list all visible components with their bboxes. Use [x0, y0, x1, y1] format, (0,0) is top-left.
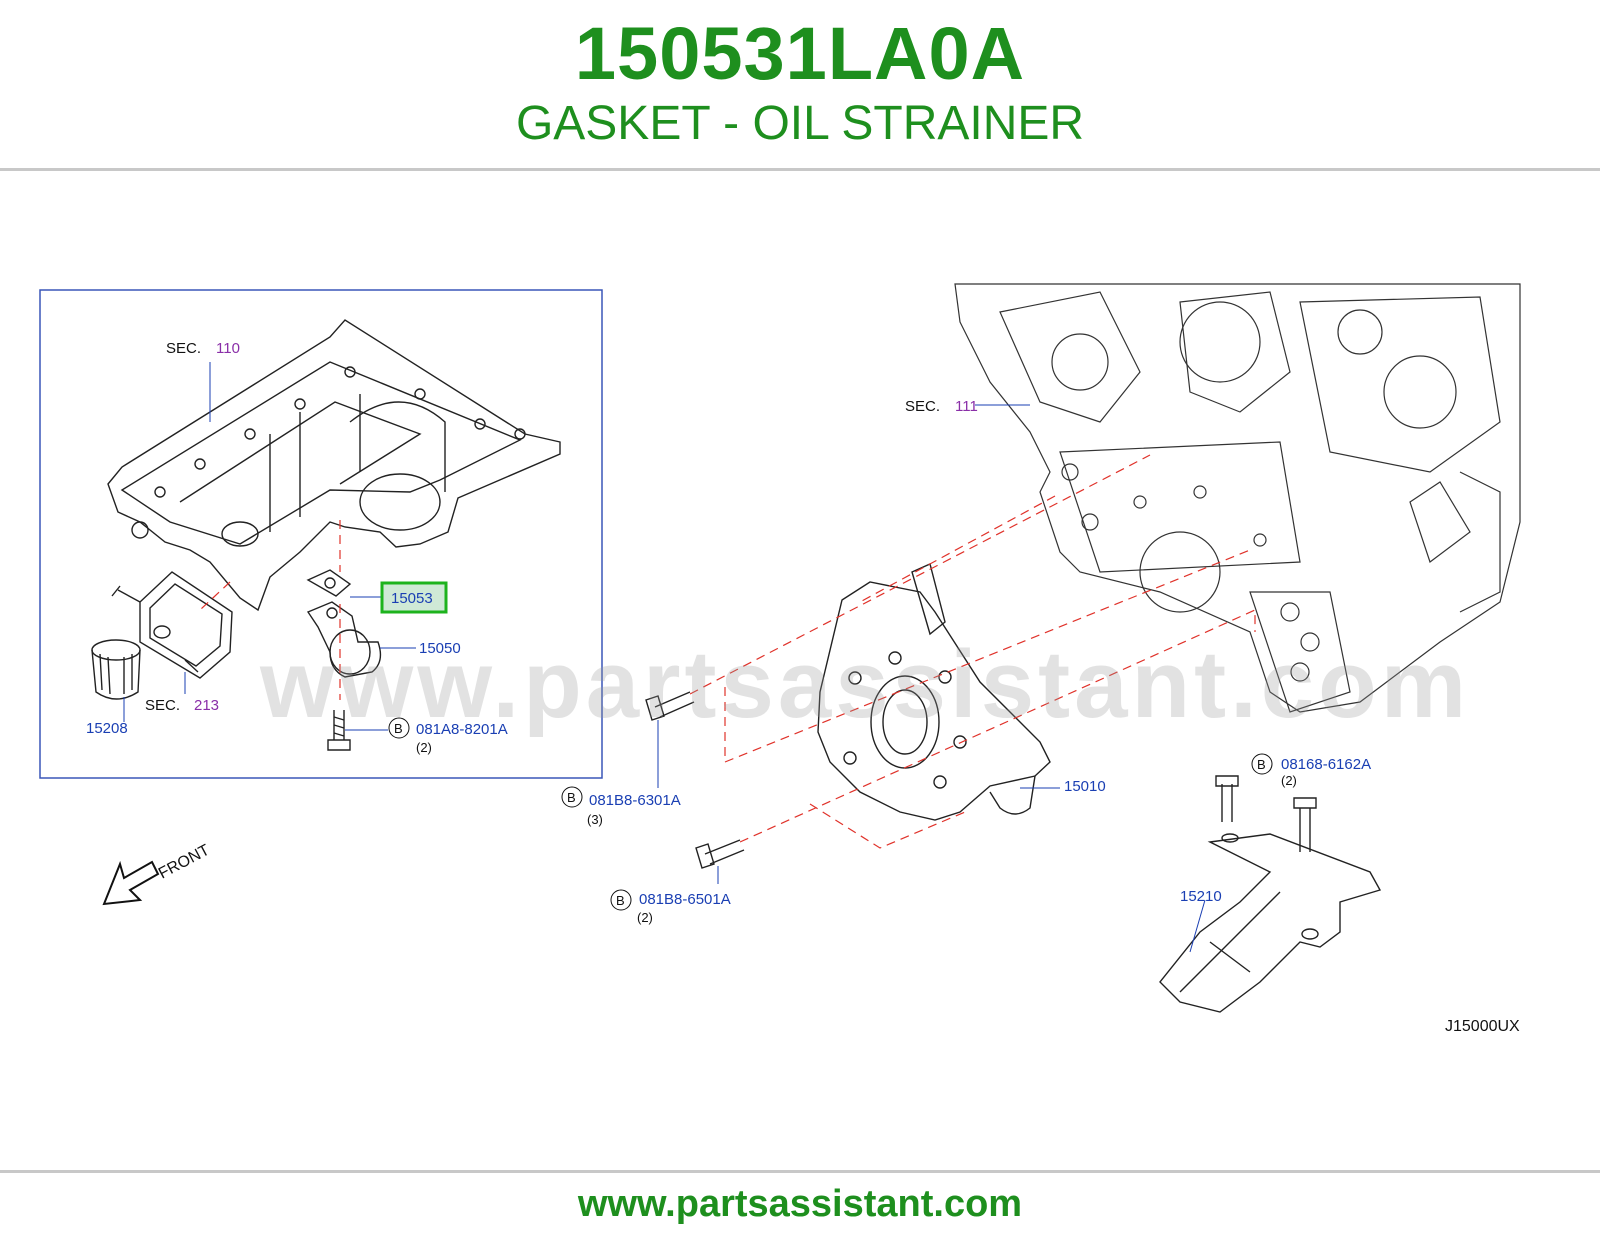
leader-lines — [123, 362, 1206, 953]
part-number-title: 150531LA0A — [574, 12, 1026, 95]
bolt-081A8-drawing — [327, 710, 351, 751]
highlight-box-15053 — [380, 581, 448, 614]
page-header: 150531LA0A GASKET - OIL STRAINER — [0, 0, 1600, 170]
sec-111-ref[interactable]: 111 — [955, 398, 978, 415]
front-arrow-icon: FRONT — [102, 842, 213, 906]
sec-213-ref[interactable]: 213 — [194, 697, 219, 714]
strainer-and-gasket-drawing — [306, 569, 382, 678]
oil-pan-drawing — [107, 319, 561, 612]
label-15010[interactable]: 15010 — [1064, 778, 1106, 795]
label-08168-6162A[interactable]: 08168-6162A — [1281, 756, 1371, 773]
badge-circle-081B8-6301 — [561, 786, 583, 808]
footer-divider — [0, 1170, 1600, 1173]
sec-111-prefix: SEC. — [905, 398, 940, 415]
label-15050[interactable]: 15050 — [419, 640, 461, 657]
bolts-081B8-drawing — [645, 691, 745, 869]
watermark: www.partsassistant.com — [260, 631, 1471, 738]
engine-block-drawing — [954, 283, 1521, 713]
badge-circle-08168 — [1251, 753, 1273, 775]
bracket-15210-drawing — [1159, 775, 1382, 1013]
oil-filter-drawing — [91, 639, 141, 700]
header-divider — [0, 168, 1600, 171]
qty-081B8-6301: (3) — [587, 812, 603, 827]
qty-081B8-6501: (2) — [637, 910, 653, 925]
badge-081A8: B — [394, 721, 403, 736]
alignment-lines — [199, 454, 1256, 849]
badge-08168: B — [1257, 757, 1266, 772]
sec-110-prefix: SEC. — [166, 340, 201, 357]
label-081B8-6301A[interactable]: 081B8-6301A — [589, 792, 681, 809]
label-081B8-6501A[interactable]: 081B8-6501A — [639, 891, 731, 908]
badge-circle-081B8-6501 — [610, 889, 632, 911]
parts-diagram: SEC. 110 15053 15050 SEC. 213 15208 B 08… — [39, 283, 1521, 1035]
footer-url-link[interactable]: www.partsassistant.com — [577, 1183, 1023, 1225]
badge-081B8-6301: B — [567, 790, 576, 805]
diagram-code: J15000UX — [1445, 1018, 1520, 1035]
badge-081B8-6501: B — [616, 893, 625, 908]
label-15210[interactable]: 15210 — [1180, 888, 1222, 905]
badge-circle-081A8 — [388, 717, 410, 739]
qty-081A8: (2) — [416, 740, 432, 755]
part-name-subtitle: GASKET - OIL STRAINER — [515, 97, 1085, 150]
label-15053[interactable]: 15053 — [391, 590, 433, 607]
label-081A8-8201A[interactable]: 081A8-8201A — [416, 721, 508, 738]
oil-cooler-drawing — [111, 571, 233, 679]
front-label: FRONT — [156, 842, 213, 883]
inset-frame — [39, 289, 603, 779]
sec-213-prefix: SEC. — [145, 697, 180, 714]
qty-08168: (2) — [1281, 773, 1297, 788]
sec-110-ref[interactable]: 110 — [216, 340, 240, 357]
label-15208[interactable]: 15208 — [86, 720, 128, 737]
